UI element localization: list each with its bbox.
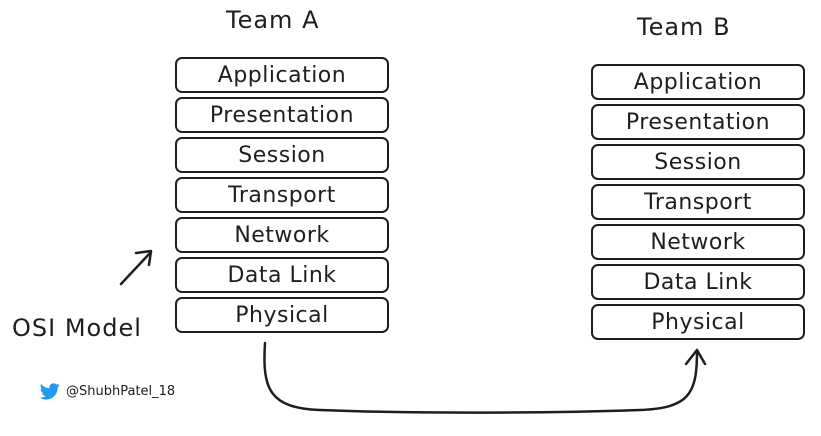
team-a-layer-presentation: Presentation xyxy=(175,97,389,133)
team-b-title: Team B xyxy=(637,13,731,41)
team-b-layer-physical: Physical xyxy=(591,304,805,340)
team-a-layer-network: Network xyxy=(175,217,389,253)
team-a-layer-application: Application xyxy=(175,57,389,93)
team-a-osi-stack: Application Presentation Session Transpo… xyxy=(175,57,389,337)
team-b-layer-data-link: Data Link xyxy=(591,264,805,300)
team-b-layer-session: Session xyxy=(591,144,805,180)
team-b-layer-transport: Transport xyxy=(591,184,805,220)
twitter-bird-icon xyxy=(40,383,60,400)
team-a-layer-transport: Transport xyxy=(175,177,389,213)
author-credit: @ShubhPatel_18 xyxy=(40,383,175,400)
team-b-layer-network: Network xyxy=(591,224,805,260)
team-a-layer-data-link: Data Link xyxy=(175,257,389,293)
osi-model-label: OSI Model xyxy=(12,314,142,342)
team-b-layer-presentation: Presentation xyxy=(591,104,805,140)
team-b-osi-stack: Application Presentation Session Transpo… xyxy=(591,64,805,344)
annotation-arrow xyxy=(119,249,153,286)
team-a-layer-physical: Physical xyxy=(175,297,389,333)
twitter-handle: @ShubhPatel_18 xyxy=(66,384,176,399)
data-flow-arrow xyxy=(263,341,707,414)
team-b-layer-application: Application xyxy=(591,64,805,100)
team-a-title: Team A xyxy=(226,6,320,34)
team-a-layer-session: Session xyxy=(175,137,389,173)
